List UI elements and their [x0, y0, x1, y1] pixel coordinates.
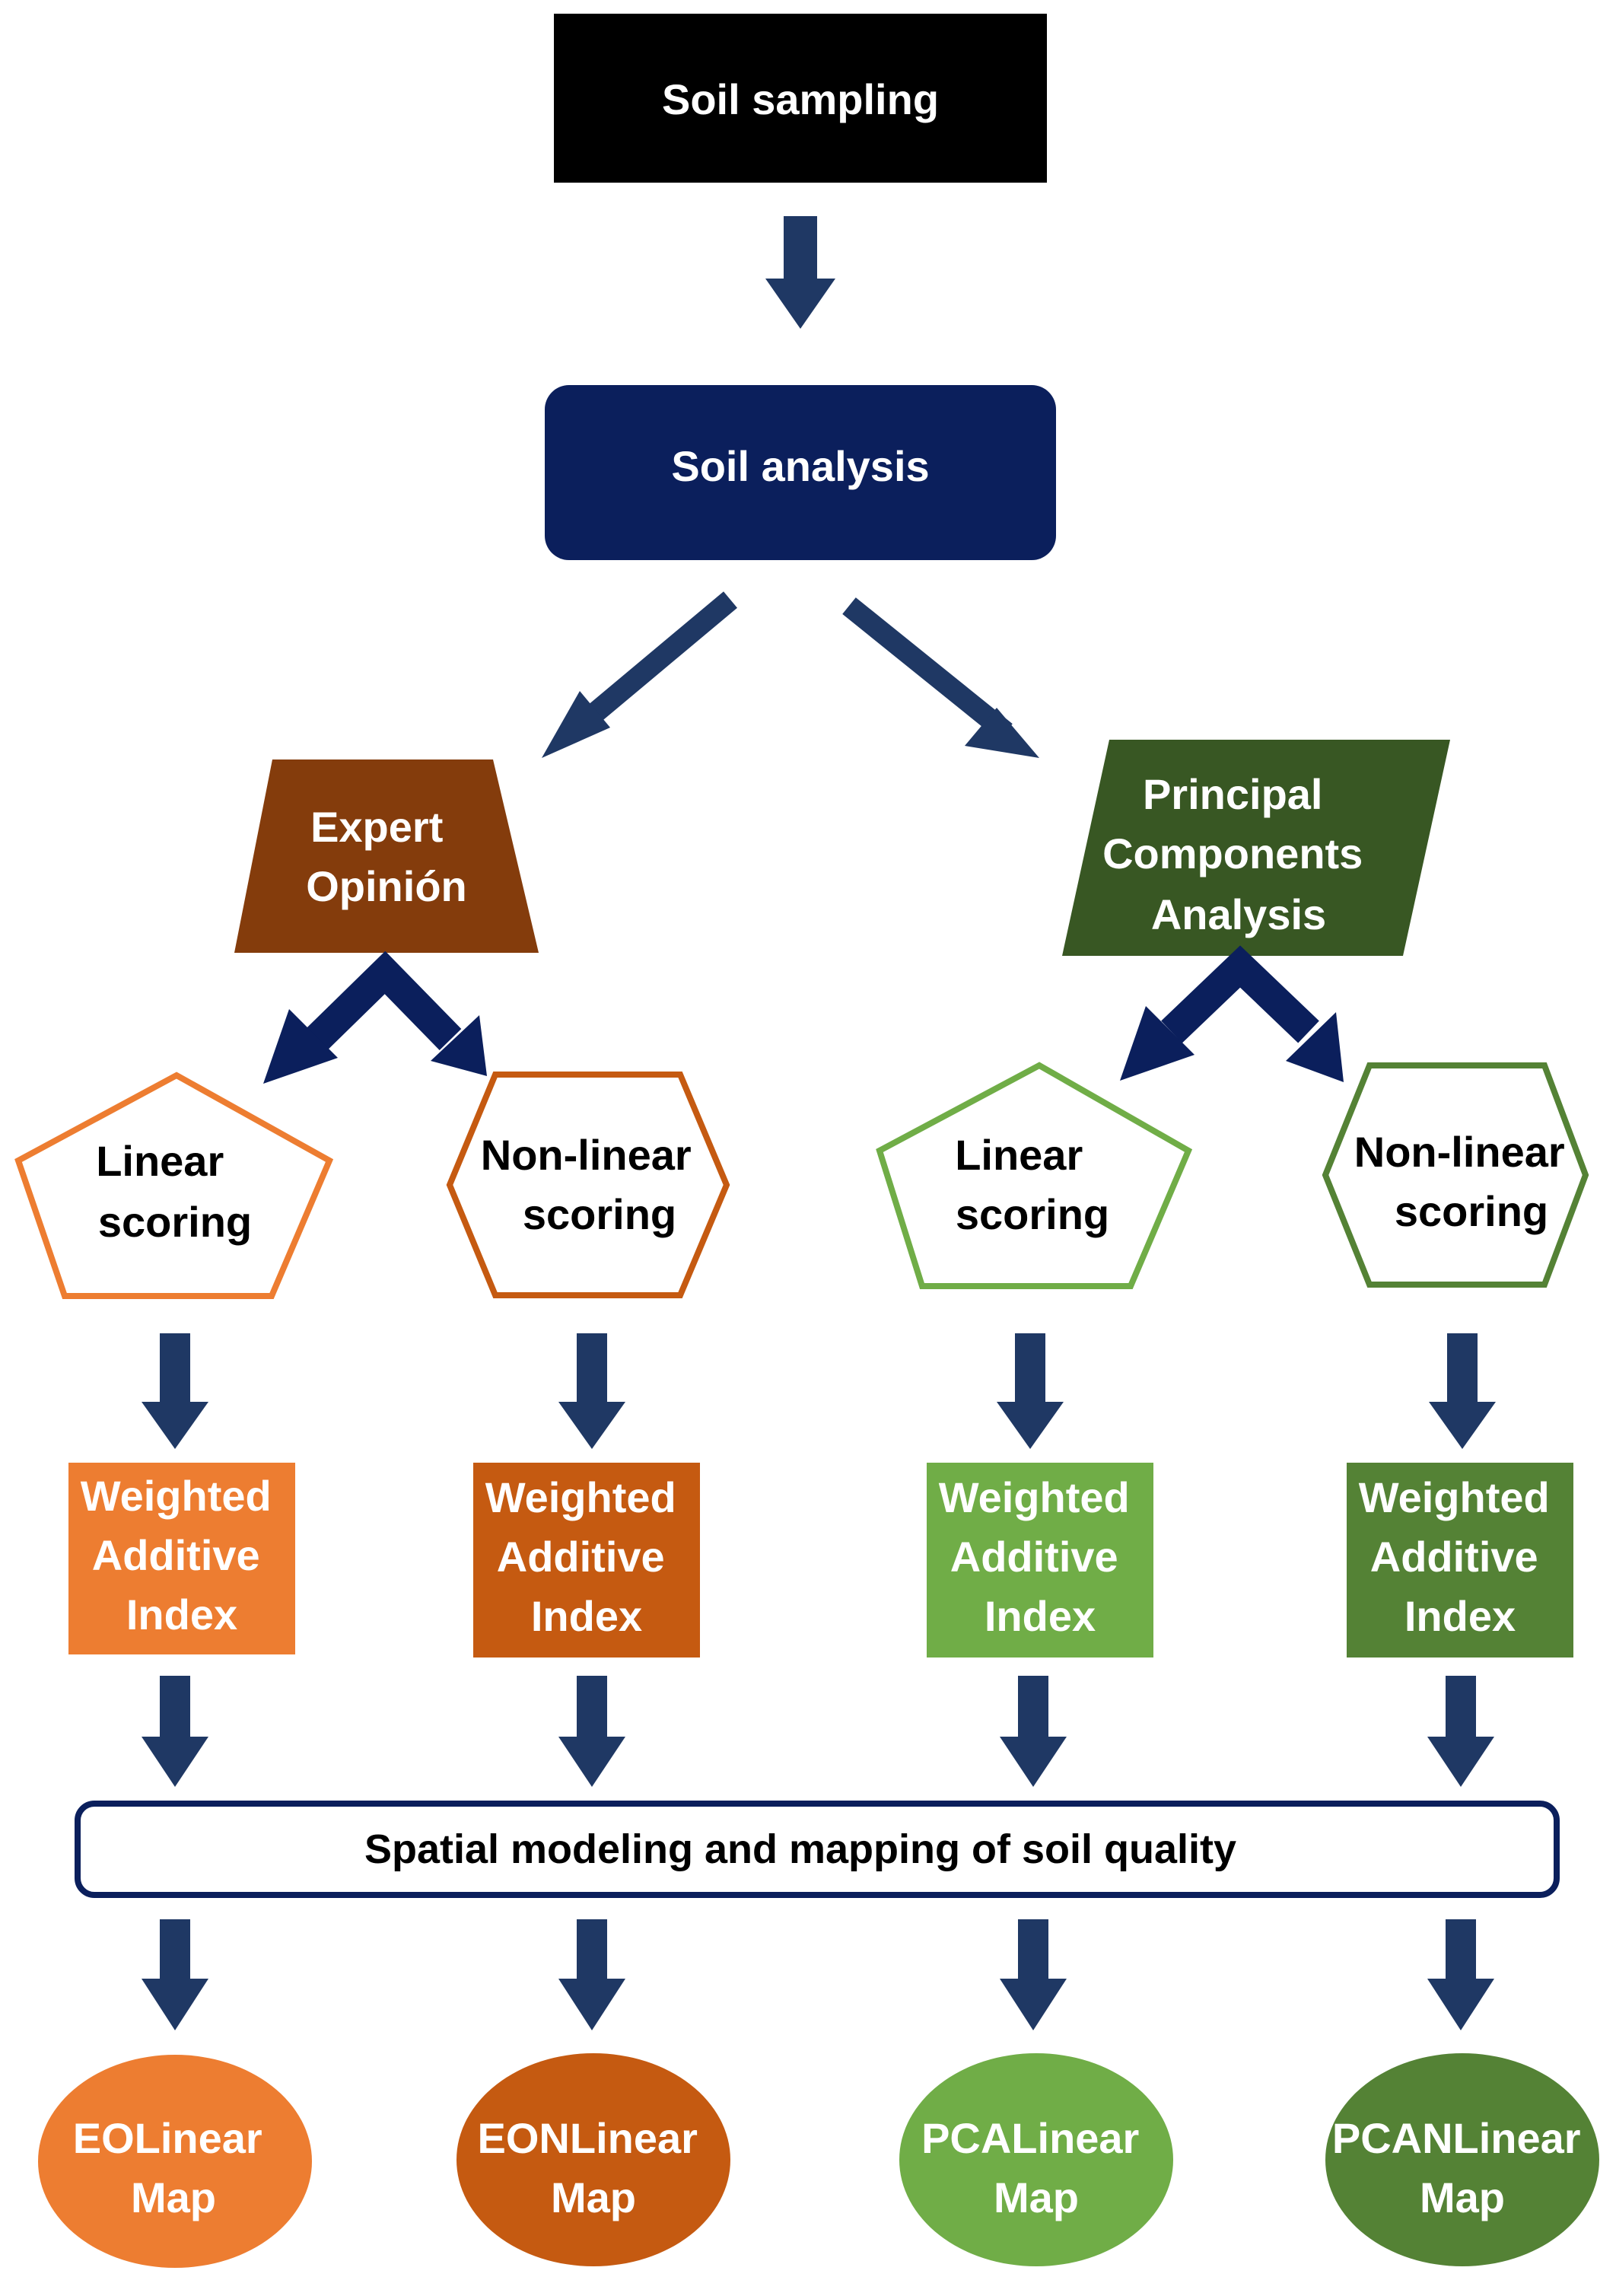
arrow-expert-split [263, 951, 487, 1084]
wai-label-3: Weighted Additive Index [939, 1473, 1142, 1640]
map-label-4: PCANLinear Map [1332, 2114, 1592, 2221]
map-label-2: EONLinear Map [478, 2114, 710, 2221]
pca-line-1: Principal [1143, 770, 1323, 818]
arrow-scoring-to-wai-1 [142, 1333, 208, 1449]
pca-linear-scoring-label: Linear scoring [955, 1131, 1109, 1238]
arrow-spatial-to-map-2 [558, 1919, 625, 2030]
soil-sampling-box [554, 14, 1047, 183]
arrow-scoring-to-wai-2 [558, 1333, 625, 1449]
map-1-line-2: Map [131, 2173, 216, 2221]
arrow-sampling-to-analysis [765, 216, 835, 329]
arrow-wai-to-spatial-3 [1000, 1676, 1067, 1787]
arrow-scoring-to-wai-3 [997, 1333, 1064, 1449]
wai-3-line-3: Index [985, 1592, 1096, 1640]
eo-nonlinear-scoring-label: Non-linear scoring [481, 1131, 703, 1238]
arrows [142, 216, 1496, 2030]
wai-4-line-3: Index [1404, 1592, 1516, 1640]
pca-line-3: Analysis [1151, 890, 1326, 938]
arrow-wai-to-spatial-4 [1427, 1676, 1494, 1787]
arrow-spatial-to-map-1 [142, 1919, 208, 2030]
soil-analysis-box [545, 385, 1056, 560]
wai-box-1 [68, 1463, 295, 1654]
map-3-line-1: PCALinear [921, 2114, 1139, 2162]
eo-linear-scoring-shape [14, 1072, 334, 1299]
arrow-spatial-to-map-4 [1427, 1919, 1494, 2030]
map-2-line-1: EONLinear [478, 2114, 698, 2162]
split-arrows [263, 945, 1344, 1084]
map-ellipse-3 [899, 2053, 1173, 2266]
pca-label: Principal Components Analysis [1102, 770, 1375, 938]
eo-nonlinear-scoring-line-1: Non-linear [481, 1131, 692, 1179]
wai-box-2 [473, 1463, 700, 1658]
map-4-line-2: Map [1420, 2173, 1505, 2221]
pca-shape [1062, 740, 1450, 956]
wai-2-line-1: Weighted [485, 1473, 676, 1521]
pca-nonlinear-scoring-shape [1322, 1062, 1589, 1288]
eo-linear-scoring-line-1: Linear [96, 1137, 224, 1185]
wai-4-line-2: Additive [1370, 1533, 1538, 1581]
wai-1-line-3: Index [126, 1591, 237, 1638]
map-1-line-1: EOLinear [73, 2114, 262, 2162]
pca-linear-scoring-shape [876, 1062, 1193, 1289]
soil-sampling-label: Soil sampling [662, 75, 939, 123]
wai-1-line-2: Additive [92, 1531, 260, 1579]
wai-label-2: Weighted Additive Index [485, 1473, 689, 1640]
pca-nonlinear-scoring-label: Non-linear scoring [1354, 1128, 1576, 1235]
pca-nonlinear-scoring-line-2: scoring [1395, 1187, 1548, 1235]
pca-linear-scoring-line-1: Linear [955, 1131, 1083, 1179]
map-ellipse-1 [38, 2055, 312, 2268]
arrow-spatial-to-map-3 [1000, 1919, 1067, 2030]
wai-2-line-2: Additive [497, 1533, 665, 1581]
map-4-line-1: PCANLinear [1332, 2114, 1581, 2162]
wai-3-line-2: Additive [950, 1533, 1118, 1581]
map-2-line-2: Map [551, 2173, 636, 2221]
expert-opinion-shape [234, 759, 539, 953]
expert-opinion-line-1: Expert [310, 803, 443, 851]
spatial-modeling-box [75, 1801, 1560, 1898]
wai-label-4: Weighted Additive Index [1359, 1473, 1562, 1640]
map-ellipse-4 [1325, 2053, 1599, 2266]
eo-linear-scoring-line-2: scoring [98, 1198, 252, 1246]
expert-opinion-line-2: Opinión [306, 862, 467, 910]
map-label-3: PCALinear Map [921, 2114, 1151, 2221]
wai-2-line-3: Index [531, 1592, 642, 1640]
pca-nonlinear-scoring-line-1: Non-linear [1354, 1128, 1565, 1176]
map-ellipse-2 [456, 2053, 730, 2266]
soil-analysis-label: Soil analysis [671, 442, 929, 490]
spatial-modeling-line-1: Spatial modeling and mapping of soil qua… [364, 1826, 1236, 1872]
spatial-modeling-label: Spatial modeling and mapping of soil qua… [364, 1826, 1236, 1872]
map-3-line-2: Map [994, 2173, 1079, 2221]
arrow-pca-split [1120, 945, 1344, 1082]
eo-linear-scoring-label: Linear scoring [96, 1137, 252, 1246]
arrow-wai-to-spatial-2 [558, 1676, 625, 1787]
wai-3-line-1: Weighted [939, 1473, 1130, 1521]
arrow-scoring-to-wai-4 [1429, 1333, 1496, 1449]
arrow-analysis-to-pca [842, 597, 1039, 758]
wai-1-line-1: Weighted [81, 1472, 272, 1520]
eo-nonlinear-scoring-line-2: scoring [523, 1190, 676, 1238]
map-label-1: EOLinear Map [73, 2114, 275, 2221]
wai-box-4 [1347, 1463, 1573, 1658]
expert-opinion-label: Expert Opinión [306, 803, 467, 910]
wai-box-3 [927, 1463, 1153, 1658]
arrow-wai-to-spatial-1 [142, 1676, 208, 1787]
wai-label-1: Weighted Additive Index [81, 1472, 284, 1638]
wai-4-line-1: Weighted [1359, 1473, 1550, 1521]
pca-linear-scoring-line-2: scoring [956, 1190, 1109, 1238]
eo-nonlinear-scoring-shape [446, 1072, 730, 1298]
soil-analysis-line-1: Soil analysis [671, 442, 929, 490]
soil-sampling-line-1: Soil sampling [662, 75, 939, 123]
pca-line-2: Components [1102, 830, 1363, 877]
arrow-analysis-to-expert [542, 591, 737, 758]
